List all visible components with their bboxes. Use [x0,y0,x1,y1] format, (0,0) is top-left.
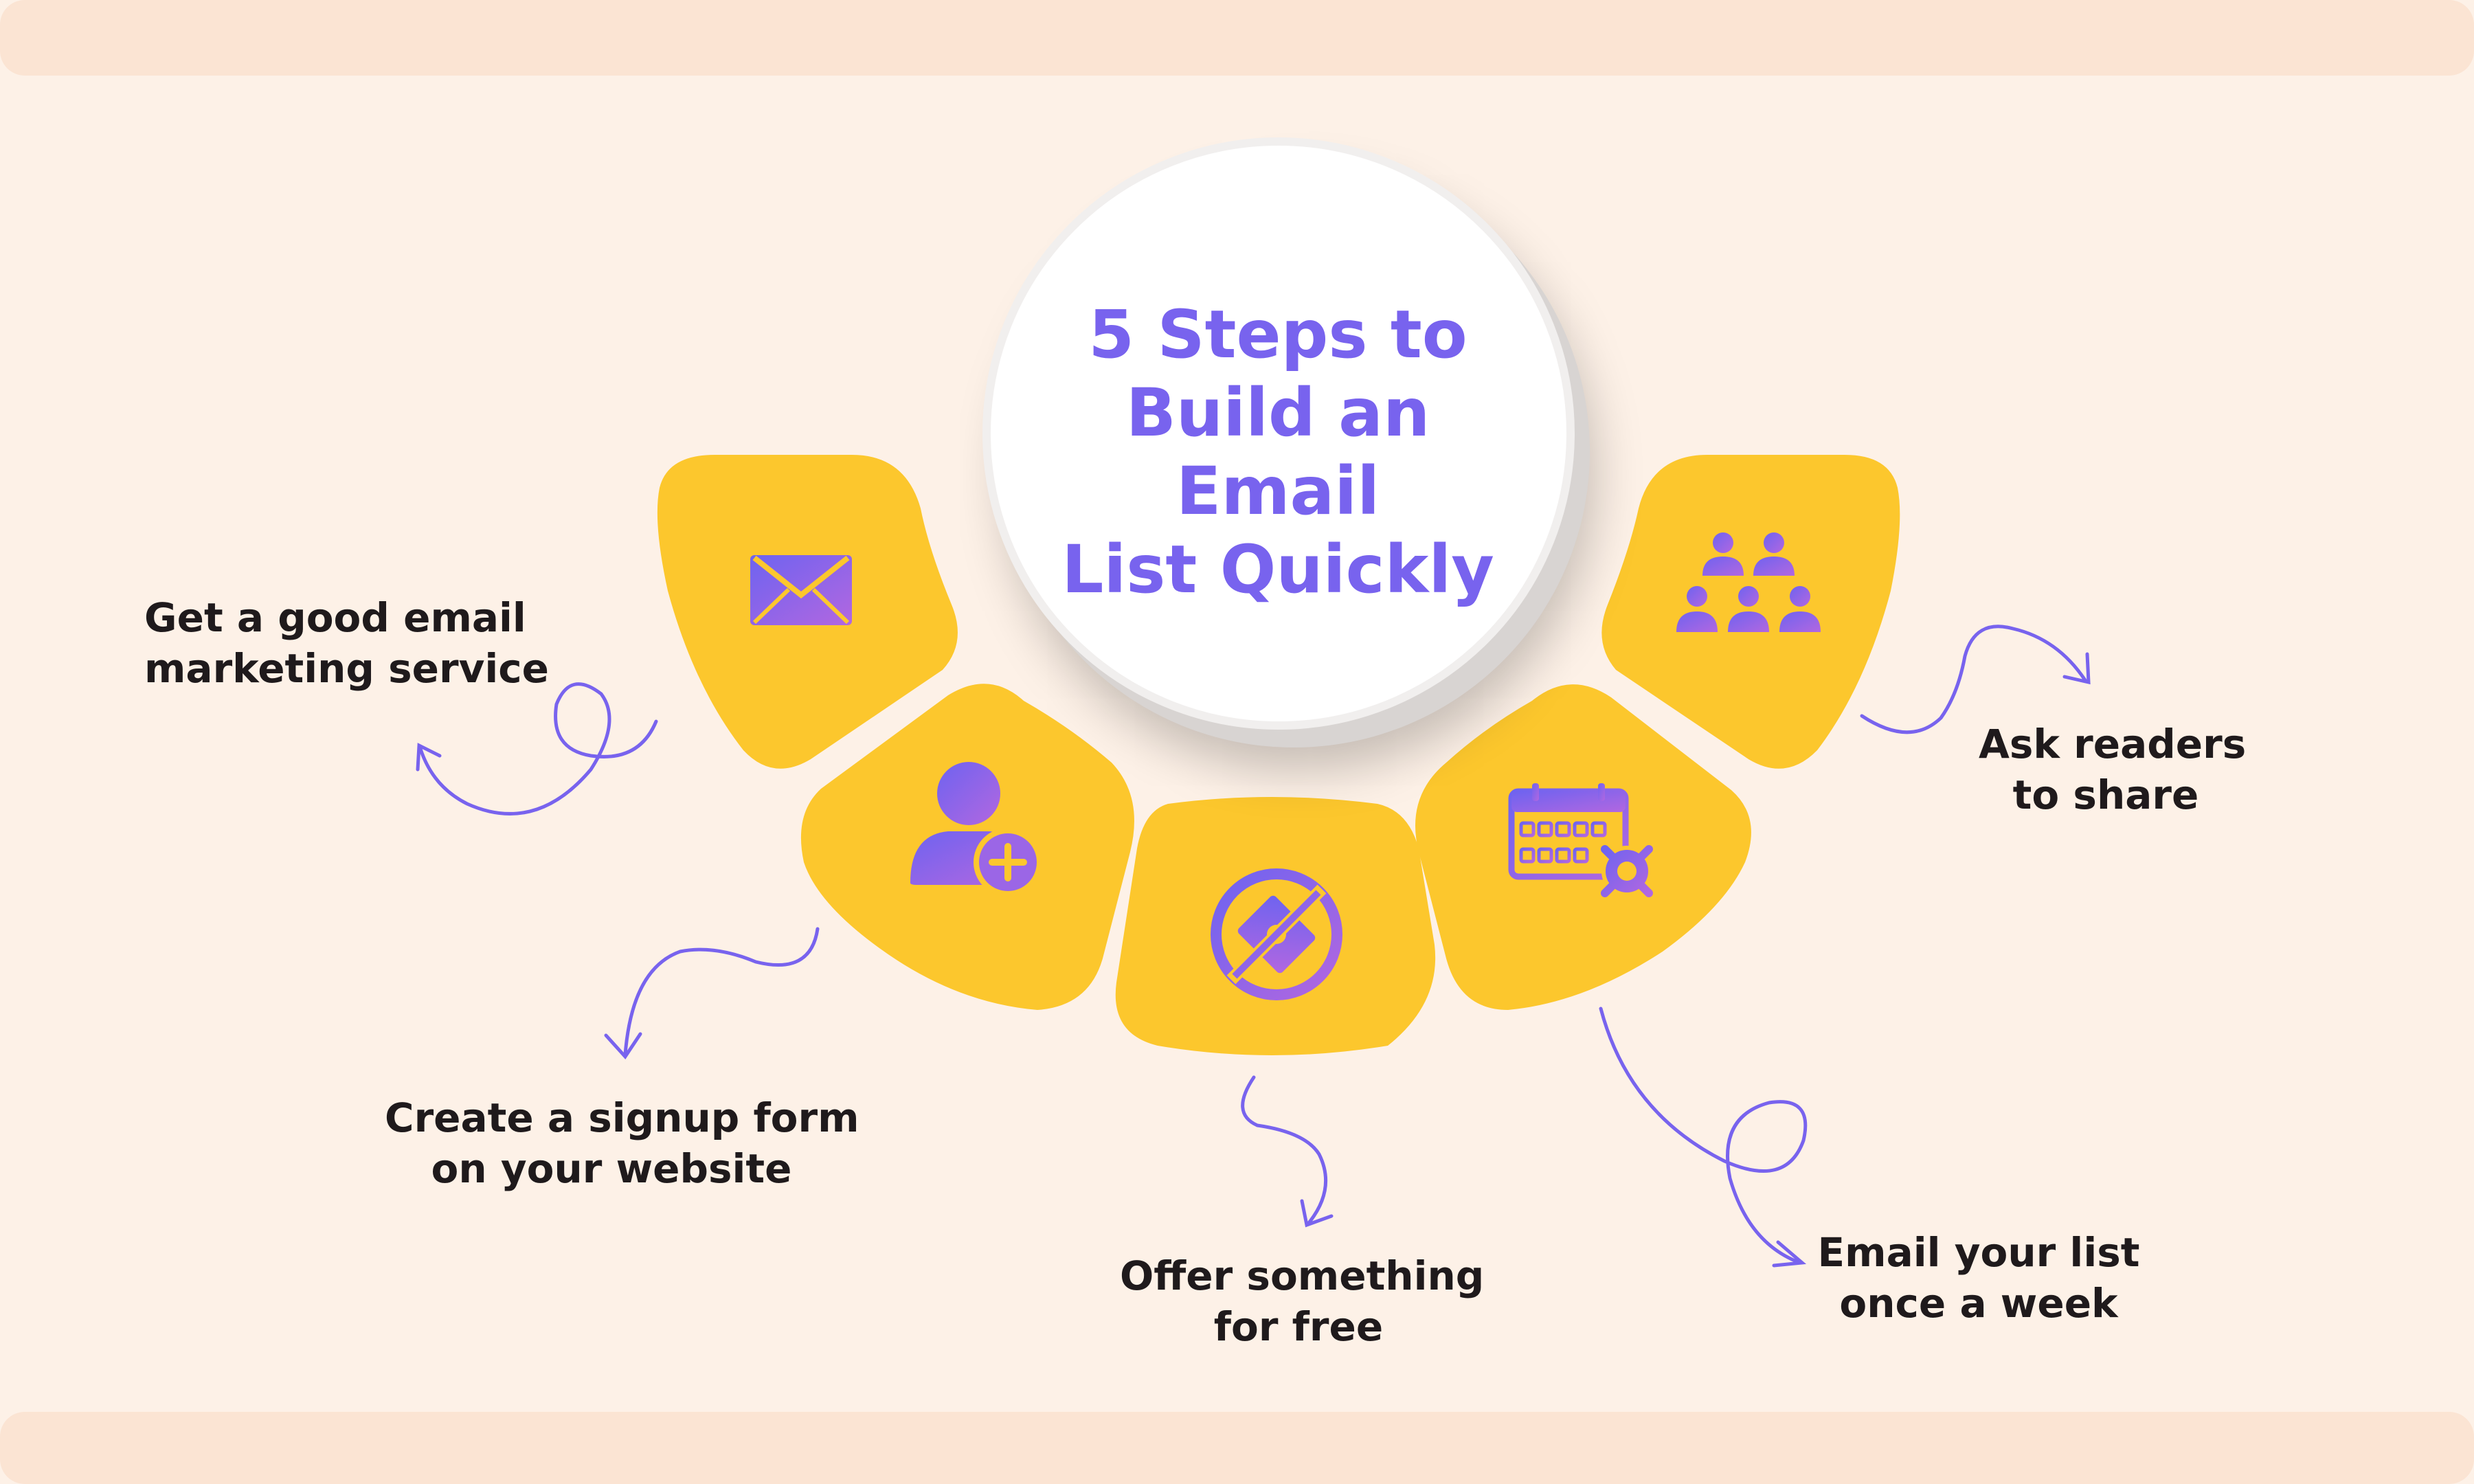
step-5-connector [1860,625,2091,734]
top-band [0,0,2474,76]
bottom-band [0,1412,2474,1484]
title-line-1: 5 Steps to [1088,296,1467,373]
step-3-label-line-2: for free [1213,1303,1384,1350]
audience-group-icon [1676,532,1821,632]
step-5-label: Ask readers to share [1979,719,2247,820]
add-user-icon [910,762,1042,897]
step-3-label-line-1: Offer something [1120,1252,1485,1299]
step-2-label: Create a signup form on your website [385,1092,859,1194]
diagram-title: 5 Steps to Build an Email List Quickly [1017,295,1539,609]
step-4-label: Email your list once a week [1814,1227,2144,1329]
title-line-3: List Quickly [1061,531,1494,608]
no-price-tag-icon [1211,868,1342,1000]
step-4-connector [1599,1007,1808,1268]
calendar-settings-icon [1508,783,1663,907]
step-5-label-line-1: Ask readers [1979,721,2247,767]
envelope-icon [750,555,852,625]
step-3-connector [1241,1075,1334,1228]
step-4-label-line-1: Email your list [1817,1229,2140,1276]
step-1-label: Get a good email marketing service [144,592,550,694]
step-2-connector [604,927,820,1060]
step-4-label-line-2: once a week [1839,1280,2118,1327]
title-line-2: Build an Email [1125,374,1430,530]
step-3-label: Offer something for free [1120,1250,1485,1352]
step-2-label-line-1: Create a signup form [385,1094,859,1141]
step-5-label-line-2: to share [2012,772,2199,818]
step-1-connector [416,682,658,816]
step-1-label-line-2: marketing service [144,645,550,692]
step-4-petal [1415,684,1751,1010]
step-1-label-line-1: Get a good email [144,594,526,641]
step-2-label-line-2: on your website [431,1145,792,1192]
